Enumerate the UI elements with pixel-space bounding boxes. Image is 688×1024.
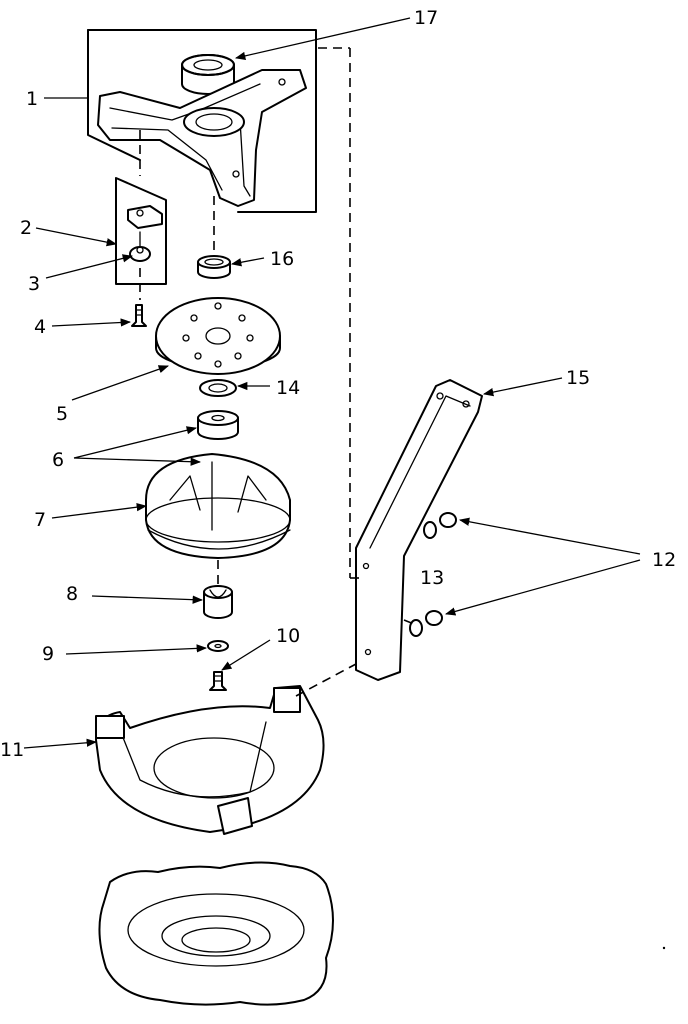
part-12-13-fasteners xyxy=(409,512,457,637)
callout-3: 3 xyxy=(28,273,40,295)
callout-7: 7 xyxy=(34,509,46,531)
part-15-bracket xyxy=(355,379,483,681)
part-5-pulley xyxy=(155,297,281,375)
part-7-drive-hub xyxy=(145,453,291,559)
group-box-1-left xyxy=(87,29,141,161)
leader-lines xyxy=(23,17,641,749)
assembly-lines xyxy=(139,47,415,697)
part-9-washer xyxy=(207,640,229,652)
part-2-block xyxy=(127,205,163,229)
callout-15: 15 xyxy=(566,367,590,389)
part-17-bearing xyxy=(181,54,235,95)
callout-12: 12 xyxy=(652,549,676,571)
group-box-2 xyxy=(115,177,167,285)
callout-5: 5 xyxy=(56,403,68,425)
part-10-bolt xyxy=(209,671,227,691)
callout-8: 8 xyxy=(66,583,78,605)
group-box-1 xyxy=(87,29,317,213)
callout-6: 6 xyxy=(52,449,64,471)
callout-13: 13 xyxy=(420,567,444,589)
part-16-ring xyxy=(197,255,231,279)
part-4-screw xyxy=(131,304,147,327)
callout-9: 9 xyxy=(42,643,54,665)
part-8-coupling xyxy=(203,585,233,619)
tub-section xyxy=(98,861,334,1006)
callout-4: 4 xyxy=(34,316,46,338)
callout-2: 2 xyxy=(20,217,32,239)
part-1-tripod-support xyxy=(97,69,307,207)
callout-14: 14 xyxy=(276,377,300,399)
callout-17: 17 xyxy=(414,7,438,29)
callout-11: 11 xyxy=(0,739,24,761)
part-6-bushings xyxy=(197,410,239,468)
callout-1: 1 xyxy=(26,88,38,110)
speck xyxy=(662,946,666,950)
callout-16: 16 xyxy=(270,248,294,270)
part-14-seal xyxy=(199,379,237,397)
part-3-nut xyxy=(129,231,151,262)
callout-10: 10 xyxy=(276,625,300,647)
part-11-base xyxy=(95,685,325,835)
